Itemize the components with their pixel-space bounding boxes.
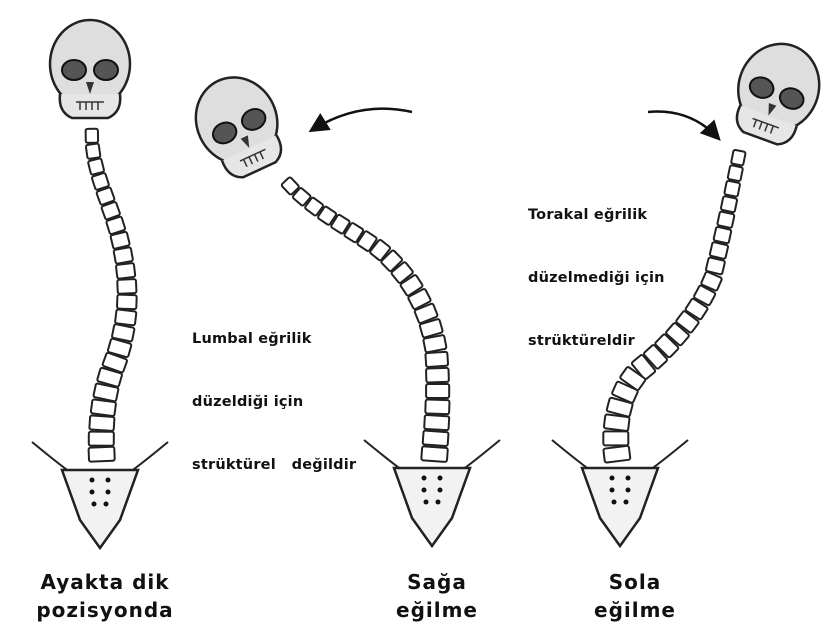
vertebra — [710, 242, 729, 259]
vertebra — [713, 227, 731, 244]
arrow-right-bend — [312, 109, 412, 130]
caption-line: Sağa — [372, 568, 502, 596]
note-thoracic-curve: Torakal eğrilik düzelmediği için strüktü… — [528, 163, 665, 394]
vertebra — [421, 446, 448, 462]
vertebra — [603, 431, 628, 445]
caption-line: Ayakta dik — [10, 568, 200, 596]
vertebra — [721, 196, 738, 213]
vertebra — [426, 384, 449, 398]
vertebra — [89, 415, 114, 431]
vertebra — [88, 158, 105, 175]
caption-right-bend: Sağa eğilme — [372, 568, 502, 624]
vertebra — [423, 430, 449, 446]
note-thoracic-line: strüktüreldir — [528, 331, 665, 352]
vertebra — [110, 232, 130, 250]
note-lumbar-curve: Lumbal eğrilik düzeldiği için strüktürel… — [192, 287, 356, 518]
caption-standing: Ayakta dik pozisyonda — [10, 568, 200, 624]
note-thoracic-line: Torakal eğrilik — [528, 205, 665, 226]
note-lumbar-line: strüktürel değildir — [192, 455, 356, 476]
spine-standing — [86, 128, 137, 462]
vertebra — [89, 447, 115, 462]
vertebra — [426, 368, 449, 383]
caption-line: eğilme — [570, 596, 700, 624]
vertebra — [117, 279, 136, 294]
vertebra — [424, 415, 449, 430]
arrow-left-bend — [648, 112, 718, 138]
vertebra — [86, 129, 99, 143]
caption-line: eğilme — [372, 596, 502, 624]
caption-line: pozisyonda — [10, 596, 200, 624]
vertebra — [603, 446, 630, 463]
vertebra — [91, 399, 116, 416]
vertebra — [728, 165, 744, 181]
vertebra — [117, 295, 137, 310]
skull-right-bend — [182, 64, 296, 187]
vertebra — [115, 309, 136, 325]
vertebra — [425, 399, 449, 414]
skull-left-bend — [723, 32, 832, 151]
vertebra — [425, 352, 448, 367]
vertebra — [86, 143, 101, 159]
note-thoracic-line: düzelmediği için — [528, 268, 665, 289]
vertebra — [89, 432, 114, 446]
vertebra — [113, 247, 133, 264]
vertebra — [731, 150, 746, 166]
vertebra — [724, 180, 740, 196]
note-lumbar-line: düzeldiği için — [192, 392, 356, 413]
caption-line: Sola — [570, 568, 700, 596]
vertebra — [717, 211, 734, 228]
vertebra — [423, 335, 446, 353]
vertebra — [116, 263, 135, 279]
caption-left-bend: Sola eğilme — [570, 568, 700, 624]
vertebra — [604, 414, 630, 431]
skull-standing — [50, 20, 130, 118]
note-lumbar-line: Lumbal eğrilik — [192, 329, 356, 350]
